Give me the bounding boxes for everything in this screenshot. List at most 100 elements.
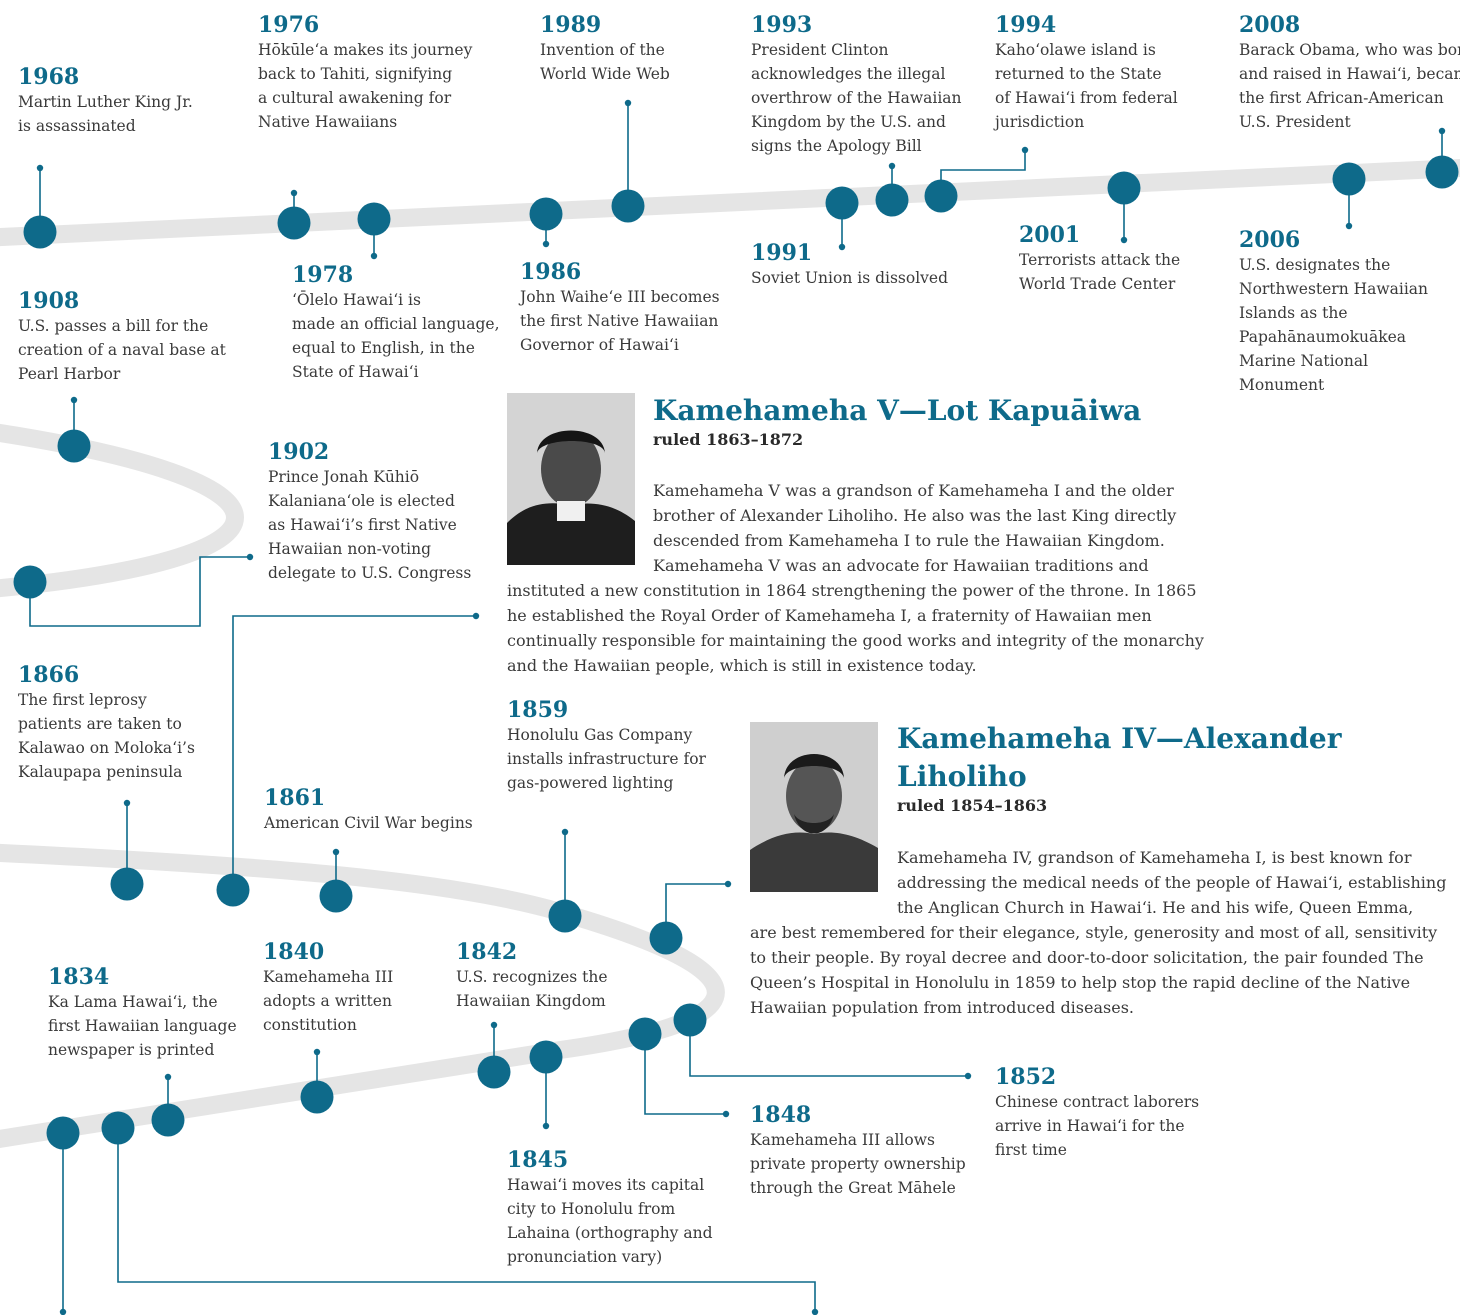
timeline-marker-kiv-link	[649, 921, 683, 955]
event-1986: 1986 John Waihe‘e III becomes the first …	[520, 259, 750, 357]
bio-line: are best remembered for their elegance, …	[750, 923, 1438, 942]
connector-end-dot	[722, 1110, 730, 1118]
event-text: President Clinton acknowledges the illeg…	[751, 41, 962, 155]
bio-line: instituted a new constitution in 1864 st…	[507, 581, 1197, 600]
event-text: Prince Jonah Kūhiō Kalaniana‘ole is elec…	[268, 468, 472, 582]
event-text: U.S. passes a bill for the creation of a…	[18, 317, 226, 383]
event-text: Hōkūle‘a makes its journey back to Tahit…	[258, 41, 473, 131]
event-year: 1993	[751, 12, 813, 38]
ruler-dates: ruled 1854–1863	[897, 796, 1048, 815]
event-text: Hawai‘i moves its capital city to Honolu…	[507, 1176, 713, 1266]
connector-end-dot	[838, 243, 846, 251]
event-text: ‘Ōlelo Hawai‘i is made an official langu…	[292, 291, 500, 381]
ruler-name-cont: Liholiho	[897, 760, 1027, 793]
timeline-marker-1986	[529, 197, 563, 231]
portrait-kamehameha-v	[507, 393, 635, 565]
connector-end-dot	[290, 189, 298, 197]
bio-line: he established the Royal Order of Kameha…	[507, 606, 1152, 625]
timeline-marker-2008	[1425, 155, 1459, 189]
event-1834: 1834 Ka Lama Hawai‘i, the first Hawaiian…	[48, 964, 258, 1062]
ruler-kamehameha-v-heading: Kamehameha V—Lot Kapuāiwa ruled 1863–187…	[653, 392, 1273, 450]
event-year: 1842	[456, 939, 518, 965]
connector-end-dot	[542, 240, 550, 248]
portrait-kamehameha-v-photo	[507, 393, 635, 565]
event-1993: 1993 President Clinton acknowledges the …	[751, 12, 981, 158]
event-text: Invention of the World Wide Web	[540, 41, 670, 83]
event-year: 1861	[264, 785, 326, 811]
event-text: Kamehameha III adopts a written constitu…	[263, 968, 394, 1034]
connector-end-dot	[561, 828, 569, 836]
connector-end-dot	[246, 553, 254, 561]
event-year: 1852	[995, 1064, 1057, 1090]
connector-end-dot	[36, 164, 44, 172]
bio-line: the Anglican Church in Hawai‘i. He and h…	[897, 898, 1414, 917]
event-year: 1968	[18, 64, 80, 90]
event-1978: 1978 ‘Ōlelo Hawai‘i is made an official …	[292, 262, 512, 384]
timeline-marker-bottom-left	[46, 1116, 80, 1150]
event-text: U.S. designates the Northwestern Hawaiia…	[1239, 256, 1429, 394]
timeline-road	[0, 424, 244, 598]
connector-bottom-mid	[117, 1128, 816, 1312]
event-text: U.S. recognizes the Hawaiian Kingdom	[456, 968, 608, 1010]
event-year: 1834	[48, 964, 110, 990]
event-1852: 1852 Chinese contract laborers arrive in…	[995, 1064, 1215, 1162]
event-1840: 1840 Kamehameha III adopts a written con…	[263, 939, 443, 1037]
event-1989: 1989 Invention of the World Wide Web	[540, 12, 740, 86]
connector-end-dot	[370, 252, 378, 260]
timeline-marker-1834	[151, 1103, 185, 1137]
event-1848: 1848 Kamehameha III allows private prope…	[750, 1102, 980, 1200]
timeline-marker-bottom-mid	[101, 1111, 135, 1145]
event-text: Kaho‘olawe island is returned to the Sta…	[995, 41, 1178, 131]
event-text: The first leprosy patients are taken to …	[18, 691, 195, 781]
connector-end-dot	[490, 1021, 498, 1029]
bio-line: Kamehameha IV, grandson of Kamehameha I,…	[897, 848, 1412, 867]
event-text: Chinese contract laborers arrive in Hawa…	[995, 1093, 1200, 1159]
event-year: 1908	[18, 288, 80, 314]
connector-end-dot	[1021, 146, 1029, 154]
event-1842: 1842 U.S. recognizes the Hawaiian Kingdo…	[456, 939, 646, 1013]
event-year: 1991	[751, 240, 813, 266]
event-year: 1845	[507, 1147, 569, 1173]
connector-end-dot	[888, 162, 896, 170]
bio-line: descended from Kamehameha I to rule the …	[653, 531, 1165, 550]
connector-end-dot	[724, 880, 732, 888]
connector-kiv-link	[665, 883, 728, 938]
timeline-marker-1991	[825, 186, 859, 220]
event-text: Soviet Union is dissolved	[751, 269, 949, 287]
event-1991: 1991 Soviet Union is dissolved	[751, 240, 981, 290]
bio-line: to their people. By royal decree and doo…	[750, 948, 1424, 967]
timeline-marker-1978	[357, 202, 391, 236]
event-2008: 2008 Barack Obama, who was born and rais…	[1239, 12, 1460, 134]
event-year: 1994	[995, 12, 1057, 38]
bio-line: brother of Alexander Liholiho. He also w…	[653, 506, 1177, 525]
connector-end-dot	[332, 848, 340, 856]
bio-line: and the Hawaiian people, which is still …	[507, 656, 977, 675]
timeline-marker-1908	[57, 429, 91, 463]
event-1866: 1866 The first leprosy patients are take…	[18, 662, 218, 784]
event-text: Barack Obama, who was born and raised in…	[1239, 41, 1460, 131]
event-1976: 1976 Hōkūle‘a makes its journey back to …	[258, 12, 498, 134]
timeline-road	[0, 159, 1460, 247]
bio-line: continually responsible for maintaining …	[507, 631, 1204, 650]
event-text: Honolulu Gas Company installs infrastruc…	[507, 726, 706, 792]
event-year: 1978	[292, 262, 354, 288]
connector-1902	[29, 556, 250, 627]
connector-end-dot	[59, 1308, 67, 1315]
connector-end-dot	[164, 1073, 172, 1081]
connector-end-dot	[1438, 127, 1446, 135]
timeline-marker-1842	[477, 1055, 511, 1089]
event-1859: 1859 Honolulu Gas Company installs infra…	[507, 697, 727, 795]
event-year: 1866	[18, 662, 80, 688]
event-year: 2008	[1239, 12, 1301, 38]
event-year: 1902	[268, 439, 330, 465]
timeline-marker-1861	[319, 879, 353, 913]
bio-line: Hawaiian population from introduced dise…	[750, 998, 1134, 1017]
timeline-marker-2006	[1332, 162, 1366, 196]
timeline-marker-1968	[23, 215, 57, 249]
event-text: Kamehameha III allows private property o…	[750, 1131, 966, 1197]
event-1908: 1908 U.S. passes a bill for the creation…	[18, 288, 248, 386]
timeline-marker-1840	[300, 1080, 334, 1114]
event-year: 1976	[258, 12, 320, 38]
timeline-marker-1976	[277, 206, 311, 240]
